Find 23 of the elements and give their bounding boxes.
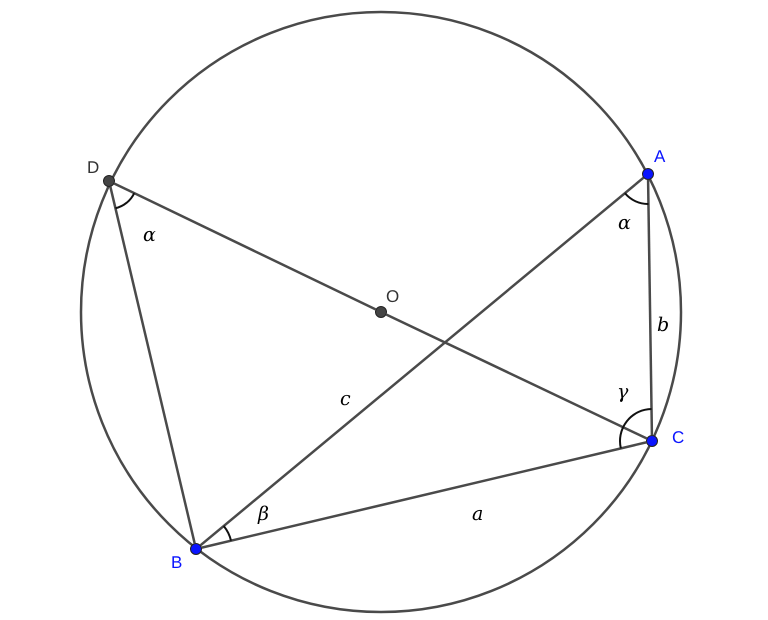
line-segment <box>200 176 644 546</box>
point-label: O <box>386 288 400 305</box>
edge-label: b <box>657 316 670 335</box>
line-segment <box>109 186 196 544</box>
edge-label: a <box>472 505 484 524</box>
point <box>190 543 202 555</box>
point <box>642 168 654 180</box>
point-label: A <box>654 148 666 165</box>
point-label: B <box>171 554 182 571</box>
point-label: C <box>672 429 684 446</box>
angle-label: α <box>618 214 631 233</box>
line-segment <box>202 441 646 549</box>
point <box>375 306 387 318</box>
line-segment <box>114 182 376 311</box>
line-segment <box>386 313 648 440</box>
edge-label: c <box>340 390 351 409</box>
angle-label: γ <box>617 383 628 402</box>
line-segment <box>646 180 654 436</box>
point <box>646 435 658 447</box>
angle-label: β <box>258 505 269 524</box>
angle-label: α <box>143 226 156 245</box>
point-label: D <box>87 159 100 176</box>
point <box>103 175 115 187</box>
